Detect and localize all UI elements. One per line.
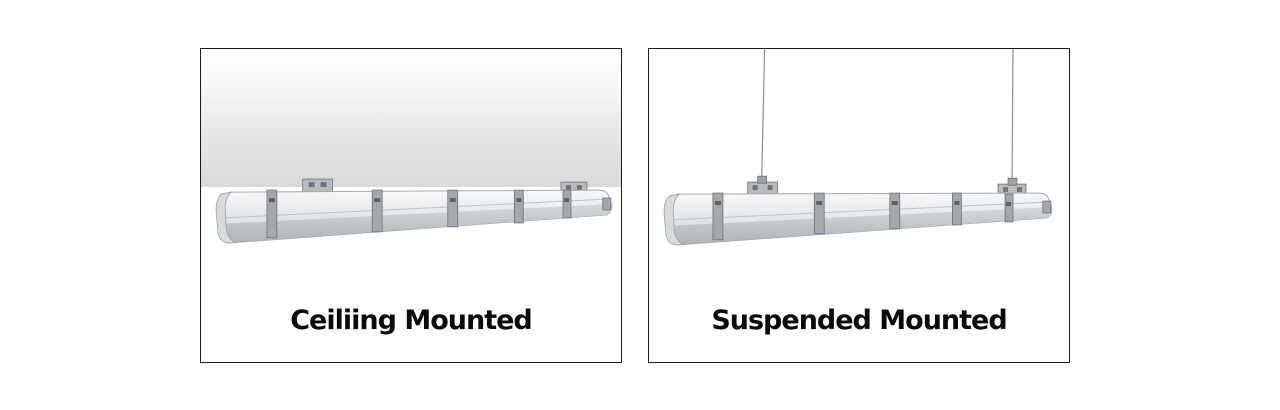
ceiling-surface [201, 49, 621, 187]
led-batten-fixture-icon [215, 189, 613, 244]
mounting-bracket-icon [747, 175, 779, 195]
led-batten-fixture-icon [663, 192, 1053, 246]
ceiling-mounted-caption: Ceiliing Mounted [290, 305, 533, 336]
suspended-mounted-caption: Suspended Mounted [711, 305, 1007, 336]
mounting-bracket-icon [302, 178, 333, 193]
suspension-wire-icon [761, 49, 766, 183]
ceiling-mounted-panel: Ceiliing Mounted [200, 48, 622, 363]
suspension-wire-icon [1011, 49, 1014, 185]
suspended-mounted-fixture-illustration [663, 49, 1053, 246]
ceiling-mounted-fixture-illustration [215, 178, 613, 244]
suspended-mounted-panel: Suspended Mounted [648, 48, 1070, 363]
